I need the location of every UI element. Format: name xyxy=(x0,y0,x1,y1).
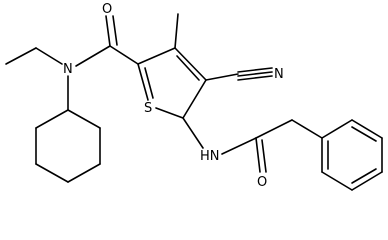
atom-o-amide2: O xyxy=(257,175,267,190)
bond-c2-c3 xyxy=(137,47,176,65)
bond-cy-3 xyxy=(67,163,101,183)
atom-nh-amide: HN xyxy=(200,149,220,164)
bond-c5-nh xyxy=(182,117,204,149)
bond-c-ch2 xyxy=(255,119,293,139)
bond-ch2-ch3 xyxy=(5,47,37,65)
phenyl-ring xyxy=(321,119,383,191)
bond-c4-c5 xyxy=(182,79,207,119)
bond-nh-c xyxy=(221,137,257,155)
bond-triple-3 xyxy=(237,75,273,81)
bond-n-ch2 xyxy=(35,47,63,65)
bond-ph-1 xyxy=(321,119,353,139)
bond-ph-5 xyxy=(321,171,353,191)
amide-carbonyl xyxy=(75,15,139,67)
bond-c-o-2 xyxy=(112,15,118,46)
bond-ph-inner-1 xyxy=(351,126,377,142)
structure-diagram: O N S N HN O xyxy=(5,2,383,191)
bond-c2-carbonyl xyxy=(109,45,139,65)
bond-c-o2-1 xyxy=(255,137,261,173)
bond-c2-c3-inner xyxy=(144,67,154,99)
bond-triple-1 xyxy=(237,67,273,73)
bond-s-c2 xyxy=(137,63,149,101)
bond-cy-6 xyxy=(35,109,69,129)
atom-s-thiophene: S xyxy=(144,101,152,116)
bond-ch2-ph xyxy=(291,119,323,139)
bond-c4-cn xyxy=(205,73,239,81)
atom-n-nitrile: N xyxy=(274,67,284,82)
bond-methyl xyxy=(174,13,179,49)
bond-carbonyl-n xyxy=(75,45,111,67)
bond-ph-2 xyxy=(351,119,383,139)
bond-ph-4 xyxy=(351,171,383,191)
thiophene-ring xyxy=(137,47,207,119)
bond-cy-1 xyxy=(67,109,101,129)
bond-c-o-1 xyxy=(105,15,111,47)
molecule-canvas: O N S N HN O xyxy=(5,2,383,191)
bond-triple-2 xyxy=(237,71,273,77)
atom-o-carbonyl: O xyxy=(102,2,112,17)
bond-c-o2-2 xyxy=(261,139,267,173)
bond-cy-4 xyxy=(35,163,69,183)
ethyl-group xyxy=(5,47,63,65)
bond-c3-c4-inner xyxy=(176,55,200,81)
bond-c5-s xyxy=(155,107,184,119)
acetamide-group xyxy=(221,119,323,173)
bond-ph-inner-2 xyxy=(351,168,377,184)
bond-c3-c4 xyxy=(174,47,207,81)
cyclohexane-ring xyxy=(35,109,101,183)
nitrile-group xyxy=(205,67,273,81)
atom-n-amide: N xyxy=(63,62,73,77)
